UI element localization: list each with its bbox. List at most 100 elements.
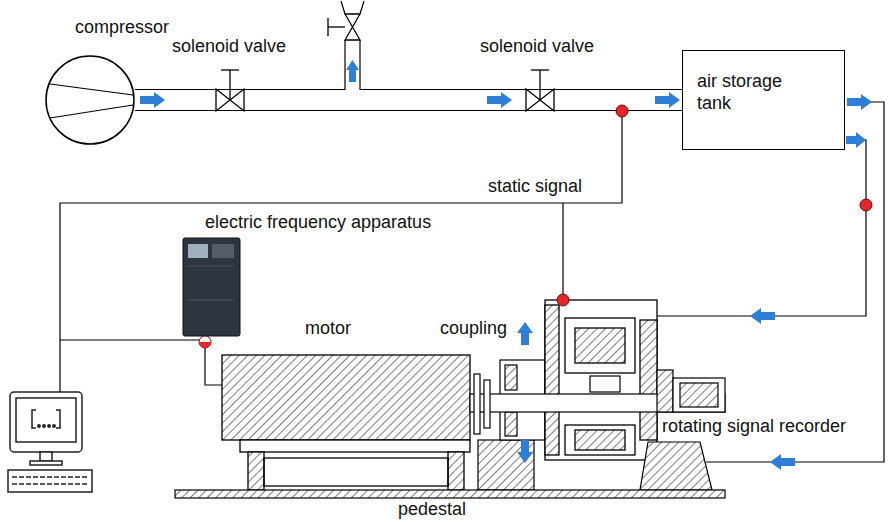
- screen-dot: [43, 425, 45, 427]
- leak-arrow: [517, 322, 533, 345]
- pipe-wall: [359, 40, 360, 89]
- valve-label: solenoid valve: [172, 36, 286, 58]
- compressor-circle: [46, 56, 134, 144]
- housing-outline: [545, 300, 657, 460]
- converter-sensor: [199, 336, 211, 348]
- screen-bracket: [56, 410, 60, 428]
- node-heading: compressor: [75, 17, 169, 39]
- leak-arrow: [517, 440, 533, 463]
- monitor-stand: [40, 452, 52, 461]
- screen: [16, 398, 76, 442]
- coupling-drawing: [478, 360, 545, 490]
- bearing: [505, 365, 517, 390]
- motor-leg: [248, 452, 264, 490]
- coupling-disc: [484, 380, 490, 428]
- motor-drawing: [222, 355, 470, 490]
- flow-arrow: [847, 94, 872, 110]
- seal-chamber: [565, 425, 635, 455]
- monitor-base: [30, 461, 62, 465]
- housing-wall: [545, 305, 559, 455]
- bearing: [505, 412, 517, 436]
- power-wire: [205, 348, 222, 385]
- flow-arrow: [846, 132, 866, 148]
- signal-wire: [562, 203, 563, 294]
- part-label: pedestal: [398, 499, 466, 521]
- pipe-interior: [346, 38, 360, 91]
- screen-dot: [38, 425, 40, 427]
- flow-arrow: [140, 92, 165, 108]
- pressure-sensor: [557, 294, 569, 306]
- funnel-wall: [360, 1, 364, 14]
- flow-arrow: [750, 308, 775, 324]
- air-supply-lines: [657, 94, 884, 470]
- seal-chamber: [565, 318, 635, 373]
- key-row: [12, 483, 88, 485]
- coupling-disc: [474, 374, 480, 434]
- converter-sensor-half: [199, 342, 211, 348]
- pressure-sensor: [616, 105, 628, 117]
- valve-label: solenoid valve: [480, 36, 594, 58]
- right-support: [640, 442, 712, 490]
- motor-frame: [264, 458, 448, 486]
- part-label: rotating signal recorder: [662, 416, 846, 438]
- tank-box: air storage tank: [682, 50, 845, 150]
- pipe-wall: [344, 40, 345, 89]
- motor-mount: [240, 440, 470, 452]
- valve-stem: [229, 70, 230, 100]
- converter-display: [188, 244, 208, 258]
- pressure-sensor: [860, 199, 872, 211]
- part-label: motor: [305, 318, 351, 340]
- converter-keypad: [212, 244, 234, 258]
- relief-valve: [345, 14, 360, 40]
- signal-label: static signal: [488, 176, 582, 198]
- pipe-wall: [135, 89, 682, 111]
- keyboard: [8, 470, 92, 492]
- seal-housing: [545, 300, 657, 460]
- recorder-body: [673, 378, 725, 412]
- monitor: [10, 392, 82, 452]
- solenoid-valve-symbol: [526, 70, 554, 111]
- valve-stem: [539, 70, 540, 100]
- compressor-symbol: compressor: [45, 55, 135, 145]
- compressor-outline: [45, 55, 135, 145]
- seal-ring: [575, 328, 625, 363]
- air-line: [706, 102, 884, 462]
- part-label: coupling: [440, 318, 507, 340]
- converter-panel-line: [188, 300, 234, 301]
- valve-handle: [221, 69, 239, 70]
- end-plate: [657, 370, 673, 412]
- motor-body: [222, 355, 470, 440]
- air-line: [657, 140, 866, 316]
- valve-handle: [531, 69, 549, 70]
- flow-arrow: [655, 92, 680, 108]
- funnel-wall: [341, 1, 345, 14]
- signal-wire: [60, 117, 622, 392]
- recorder-core: [680, 383, 718, 407]
- flow-arrow: [487, 92, 512, 108]
- signal-wire: [60, 339, 199, 340]
- seal-ring: [575, 430, 625, 450]
- converter-body: [183, 238, 240, 336]
- screen-bracket: [32, 410, 36, 428]
- branch-pipe: [328, 1, 364, 91]
- key-row: [12, 476, 88, 478]
- solenoid-valve-symbol: [216, 70, 244, 111]
- compressor-vane: [50, 84, 133, 95]
- support-foot: [478, 440, 534, 490]
- valve-handle: [327, 18, 328, 36]
- flow-arrow: [346, 60, 359, 82]
- pedestal-plate: [175, 490, 725, 498]
- motor-leg: [448, 452, 464, 490]
- converter-panel-line: [188, 266, 234, 267]
- computer-icon: [8, 392, 92, 492]
- node-heading: air storage tank: [697, 71, 809, 114]
- frequency-converter: [183, 238, 240, 348]
- compressor-vane: [50, 105, 133, 118]
- flow-arrow: [770, 454, 795, 470]
- pipe-bore: [135, 90, 682, 110]
- valve-stem: [328, 26, 345, 27]
- screen-dot: [53, 425, 55, 427]
- housing-wall: [640, 320, 657, 440]
- screen-dot: [48, 425, 50, 427]
